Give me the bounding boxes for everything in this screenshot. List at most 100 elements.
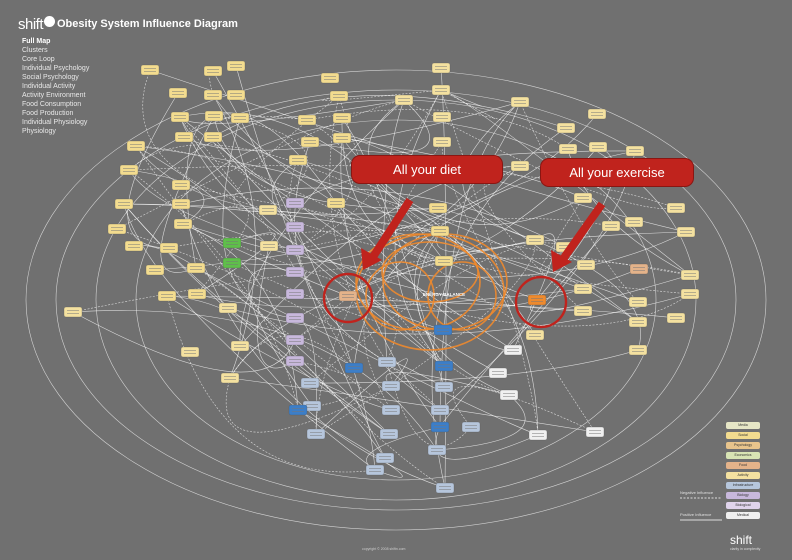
footer-brand: shift clarity in complexity [730, 533, 761, 551]
influence-edge [329, 95, 388, 363]
factor-node [344, 362, 364, 374]
influence-edge [340, 137, 441, 428]
positive-influence-label: Positive Influence [680, 512, 712, 517]
factor-node [285, 312, 305, 324]
diagram-title: Obesity System Influence Diagram [57, 18, 238, 30]
menu-item-social-psychology[interactable]: Social Psychology [22, 74, 79, 81]
factor-node [332, 112, 352, 124]
menu-item-clusters[interactable]: Clusters [22, 47, 48, 54]
influence-loop [135, 119, 657, 481]
influence-edge [123, 203, 390, 435]
highlight-ring [514, 275, 568, 329]
influence-edge [294, 226, 499, 374]
influence-edge [180, 187, 566, 248]
factor-node [226, 60, 246, 72]
factor-node [285, 221, 305, 233]
legend-key-label: Medical [736, 513, 750, 517]
influence-edge [133, 245, 390, 435]
factor-node [430, 404, 450, 416]
influence-edge [179, 116, 445, 367]
influence-edge [257, 245, 296, 369]
influence-edge [297, 409, 403, 478]
factor-node [430, 225, 450, 237]
factor-node [285, 244, 305, 256]
menu-item-individual-psychology[interactable]: Individual Psychology [22, 65, 90, 72]
factor-node [431, 62, 451, 74]
influence-edge [315, 239, 536, 435]
legend-key-label: Psychology [734, 443, 752, 447]
factor-node [666, 312, 686, 324]
legend-key-label: Activity [737, 473, 749, 477]
view-menu: Full Map Clusters Core Loop Individual P… [22, 37, 89, 136]
factor-node [624, 216, 644, 228]
influence-edge [536, 146, 614, 301]
factor-node [230, 112, 250, 124]
factor-node [601, 220, 621, 232]
factor-node [428, 202, 448, 214]
factor-node [124, 240, 144, 252]
legend-key-label: Economics [734, 453, 752, 457]
factor-node [226, 89, 246, 101]
influence-edge [212, 136, 445, 262]
influence-edge [182, 223, 444, 331]
factor-node [288, 154, 308, 166]
factor-node [126, 140, 146, 152]
factor-node [379, 428, 399, 440]
influence-edge [394, 89, 445, 367]
menu-item-physiology[interactable]: Physiology [22, 128, 56, 135]
factor-node [203, 65, 223, 77]
influence-edge [196, 232, 276, 295]
factor-node [427, 444, 447, 456]
influence-edge [239, 99, 405, 347]
legend-key: Activity [726, 472, 760, 479]
factor-node [680, 288, 700, 300]
factor-node [157, 290, 177, 302]
influence-edge [72, 257, 691, 313]
callout-arrow [367, 197, 414, 263]
influence-edge [231, 101, 521, 265]
influence-edge [335, 202, 514, 351]
influence-edge [519, 101, 639, 303]
factor-node [433, 324, 453, 336]
influence-edge [182, 205, 249, 295]
factor-node [573, 192, 593, 204]
factor-node [503, 344, 523, 356]
menu-item-individual-activity[interactable]: Individual Activity [22, 83, 76, 90]
menu-item-individual-physiology[interactable]: Individual Physiology [22, 119, 88, 126]
factor-node [587, 108, 607, 120]
influence-edge [142, 69, 269, 211]
influence-edge [439, 225, 612, 428]
factor-node [332, 132, 352, 144]
menu-item-core-loop[interactable]: Core Loop [22, 56, 55, 63]
influence-edge [72, 311, 296, 373]
factor-node [114, 198, 134, 210]
factor-node [381, 404, 401, 416]
menu-item-food-production[interactable]: Food Production [22, 110, 74, 117]
legend-key-label: Infrastructure [732, 483, 754, 487]
factor-node [259, 240, 279, 252]
factor-node [377, 356, 397, 368]
influence-edge [135, 145, 270, 247]
influence-edge [436, 230, 536, 253]
menu-item-food-consumption[interactable]: Food Consumption [22, 101, 82, 108]
menu-item-activity-environment[interactable]: Activity Environment [22, 92, 86, 99]
factor-node [222, 237, 242, 249]
legend-key: Medical [726, 512, 760, 519]
influence-edge [213, 115, 309, 211]
menu-item-full-map[interactable]: Full Map [22, 38, 51, 45]
influence-edge [127, 92, 179, 249]
factor-node [381, 380, 401, 392]
legend-key: Media [726, 422, 760, 429]
influence-edge [128, 169, 299, 411]
legend-key: Biological [726, 502, 760, 509]
influence-edge [530, 274, 691, 312]
influence-edge [213, 113, 337, 204]
factor-node [434, 360, 454, 372]
factor-node [119, 164, 139, 176]
influence-edge [382, 99, 405, 363]
factor-node [434, 381, 454, 393]
factor-node [329, 90, 349, 102]
influence-edge [309, 99, 430, 154]
factor-node [187, 288, 207, 300]
